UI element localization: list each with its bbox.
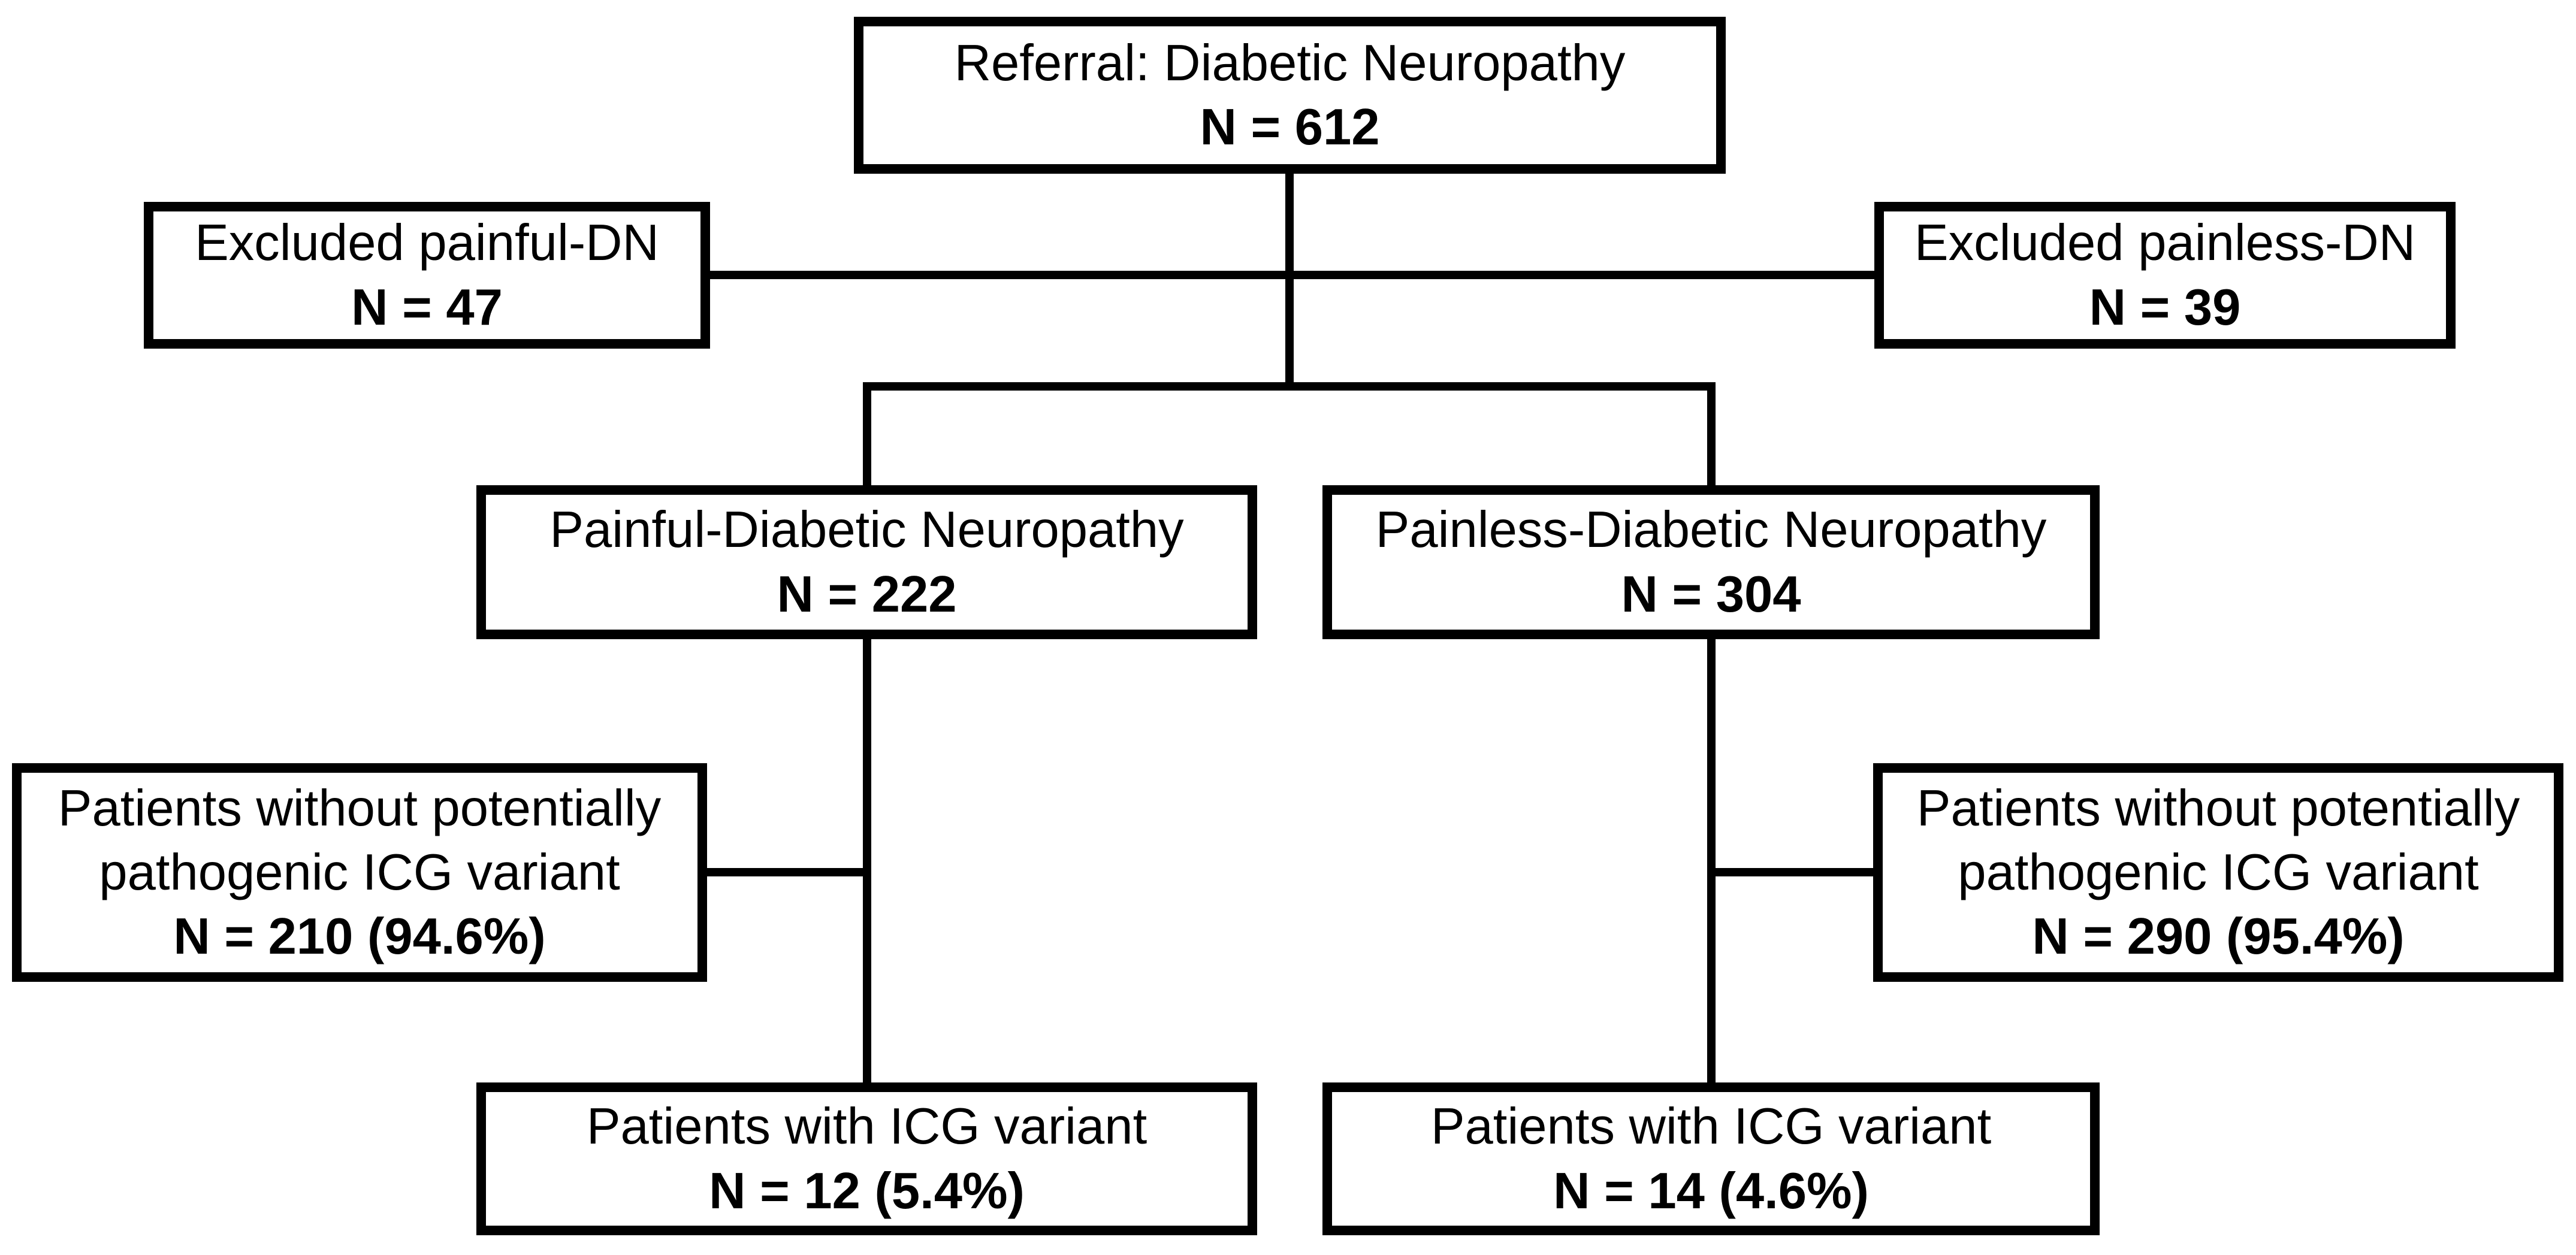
node-excluded-painful-dn: Excluded painful-DN N = 47 <box>144 202 710 349</box>
node-painful-with-icg-variant-label: Patients with ICG variant <box>586 1098 1147 1156</box>
node-excluded-painless-dn-count: N = 39 <box>2089 279 2241 336</box>
node-painful-without-icg-variant: Patients without potentially pathogenic … <box>12 763 707 982</box>
connector-branch-horizontal <box>863 382 1716 391</box>
connector-exclusions-horizontal <box>709 271 1876 279</box>
connector-painless-no-variant <box>1707 868 1876 876</box>
connector-painless-down <box>1707 635 1716 1087</box>
node-painless-diabetic-neuropathy-count: N = 304 <box>1621 565 1801 623</box>
node-painless-with-icg-variant-count: N = 14 (4.6%) <box>1553 1162 1869 1220</box>
connector-painful-no-variant <box>704 868 871 876</box>
node-excluded-painless-dn-label: Excluded painless-DN <box>1914 214 2416 272</box>
node-painless-diabetic-neuropathy: Painless-Diabetic Neuropathy N = 304 <box>1322 485 2100 639</box>
node-painful-without-icg-variant-count: N = 210 (94.6%) <box>173 908 546 966</box>
connector-branch-to-painful <box>863 382 871 494</box>
node-referral-count: N = 612 <box>1200 99 1380 156</box>
node-referral: Referral: Diabetic Neuropathy N = 612 <box>854 17 1726 174</box>
node-painless-with-icg-variant-label: Patients with ICG variant <box>1430 1098 1992 1156</box>
node-painless-without-icg-variant-count: N = 290 (95.4%) <box>2032 908 2405 966</box>
connector-referral-down <box>1285 173 1294 391</box>
node-excluded-painless-dn: Excluded painless-DN N = 39 <box>1874 202 2456 349</box>
node-painful-diabetic-neuropathy-count: N = 222 <box>777 565 957 623</box>
node-painful-with-icg-variant-count: N = 12 (5.4%) <box>709 1162 1025 1220</box>
node-painless-diabetic-neuropathy-label: Painless-Diabetic Neuropathy <box>1375 501 2047 559</box>
node-painful-diabetic-neuropathy-label: Painful-Diabetic Neuropathy <box>549 501 1184 559</box>
node-painful-without-icg-variant-label: Patients without potentially pathogenic … <box>58 779 662 901</box>
node-painless-without-icg-variant: Patients without potentially pathogenic … <box>1873 763 2563 982</box>
node-painless-without-icg-variant-label: Patients without potentially pathogenic … <box>1916 779 2520 901</box>
node-painful-with-icg-variant: Patients with ICG variant N = 12 (5.4%) <box>476 1082 1257 1235</box>
node-excluded-painful-dn-count: N = 47 <box>351 279 503 336</box>
node-excluded-painful-dn-label: Excluded painful-DN <box>195 214 659 272</box>
connector-branch-to-painless <box>1707 382 1716 494</box>
node-painless-with-icg-variant: Patients with ICG variant N = 14 (4.6%) <box>1322 1082 2100 1235</box>
node-painful-diabetic-neuropathy: Painful-Diabetic Neuropathy N = 222 <box>476 485 1257 639</box>
connector-painful-down <box>863 635 871 1087</box>
node-referral-label: Referral: Diabetic Neuropathy <box>954 34 1626 92</box>
